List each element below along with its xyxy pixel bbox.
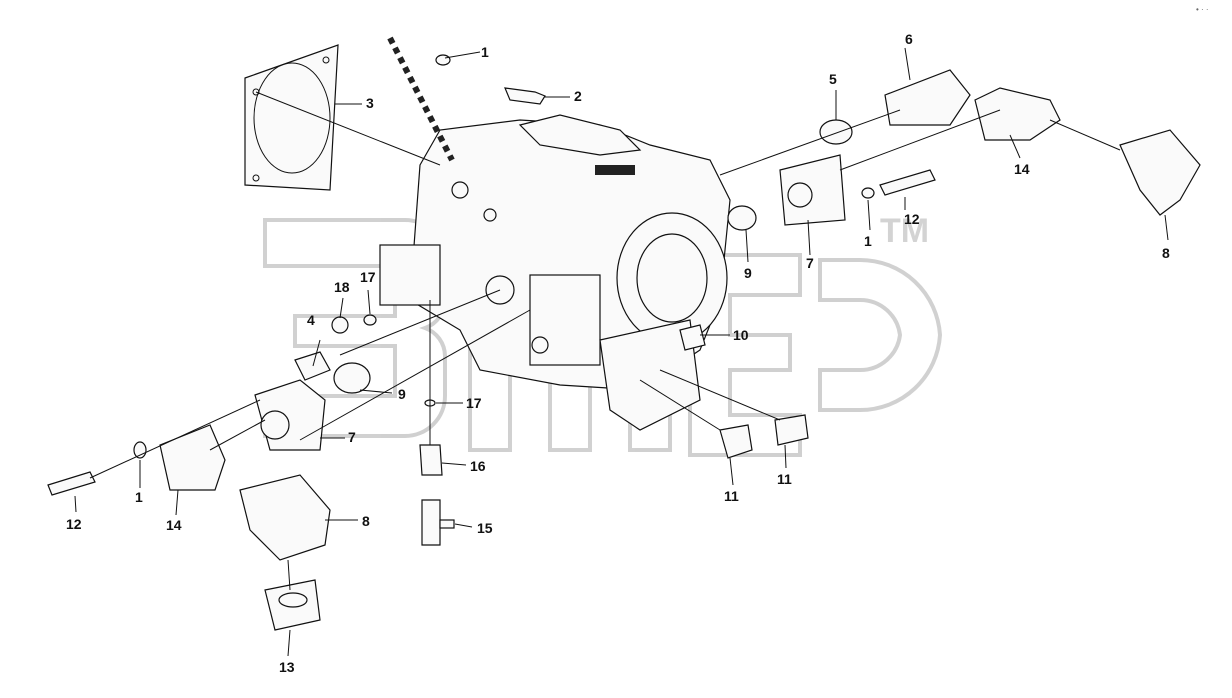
callout-5: 5 (829, 71, 837, 87)
callout-7-right: 7 (806, 255, 814, 271)
callout-labels: 1 2 3 6 5 14 8 12 1 7 9 17 18 4 9 10 17 … (66, 31, 1170, 675)
callout-17-lower: 17 (466, 395, 482, 411)
callout-10: 10 (733, 327, 749, 343)
corner-mark: • · · (1196, 5, 1209, 14)
hatched-bolt (387, 36, 455, 162)
callout-11-right: 11 (777, 471, 792, 487)
callout-17-upper: 17 (360, 269, 376, 285)
watermark-tm: TM (880, 212, 929, 250)
callout-9-right: 9 (744, 265, 752, 281)
gasket-part (244, 44, 339, 191)
right-fittings (727, 69, 1201, 231)
callout-4: 4 (307, 312, 315, 328)
callout-13: 13 (279, 659, 295, 675)
callout-1-right: 1 (864, 233, 872, 249)
top-washer-bolt (435, 54, 546, 105)
callout-16: 16 (470, 458, 486, 474)
callout-14-right: 14 (1014, 161, 1030, 177)
callout-8-left: 8 (362, 513, 370, 529)
callout-2: 2 (574, 88, 582, 104)
bottom-center-fittings (419, 399, 455, 546)
callout-11-left: 11 (724, 488, 739, 504)
callout-6: 6 (905, 31, 913, 47)
callout-15: 15 (477, 520, 493, 536)
callout-12-right: 12 (904, 211, 920, 227)
callout-12-left: 12 (66, 516, 82, 532)
leader-lines (74, 47, 1169, 657)
callout-14-left: 14 (166, 517, 182, 533)
pump-body (379, 114, 731, 431)
callout-1-left: 1 (135, 489, 143, 505)
callout-9-left: 9 (398, 386, 406, 402)
watermark-logo: TM (263, 212, 943, 457)
callout-8-right: 8 (1162, 245, 1170, 261)
left-fittings (254, 314, 377, 451)
callout-1-top: 1 (481, 44, 489, 60)
callout-7-left: 7 (348, 429, 356, 445)
callout-18: 18 (334, 279, 350, 295)
plug-fittings (679, 324, 809, 459)
bottom-left-fittings (47, 424, 331, 631)
callout-3: 3 (366, 95, 374, 111)
